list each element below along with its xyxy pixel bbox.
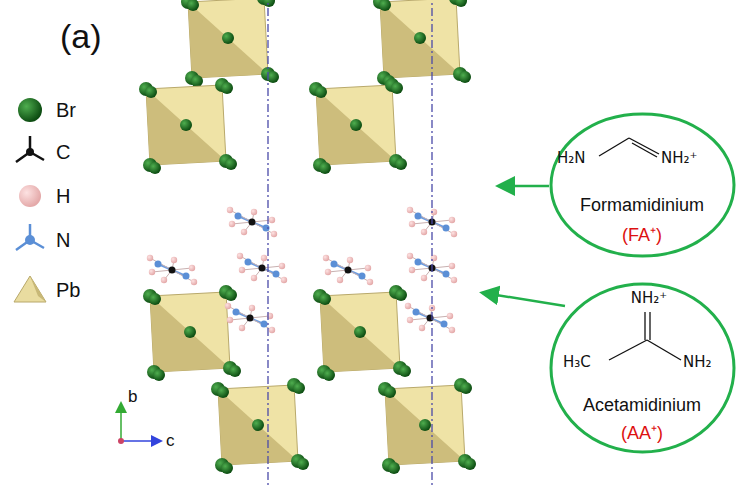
molecule-abbr: (AA⁺) <box>621 424 663 444</box>
atom-group: NH₂⁺ <box>631 290 667 307</box>
atom-group: NH₂ <box>683 354 712 371</box>
legend-text: N <box>56 229 70 251</box>
axis-label: b <box>128 388 137 407</box>
atom-group: H₂N <box>557 150 586 167</box>
panel-label: (a) <box>60 18 102 55</box>
legend-text: H <box>56 185 70 207</box>
molecule-name: Formamidinium <box>580 196 704 216</box>
legend-text: Pb <box>56 279 80 301</box>
molecule-ellipse: H₂N NH₂⁺ Formamidinium (FA⁺) <box>549 112 736 258</box>
molecule-abbr: (FA⁺) <box>622 226 662 246</box>
atom-group: H₃C <box>563 354 591 371</box>
molecule-name: Acetamidinium <box>583 396 701 416</box>
legend-text: C <box>56 141 70 163</box>
legend-text: Br <box>56 99 76 121</box>
axis-label: c <box>166 432 175 451</box>
atom-group: NH₂⁺ <box>661 150 697 167</box>
molecule-ellipse: NH₂⁺ H₃C NH₂ Acetamidinium (AA⁺) <box>549 282 736 454</box>
